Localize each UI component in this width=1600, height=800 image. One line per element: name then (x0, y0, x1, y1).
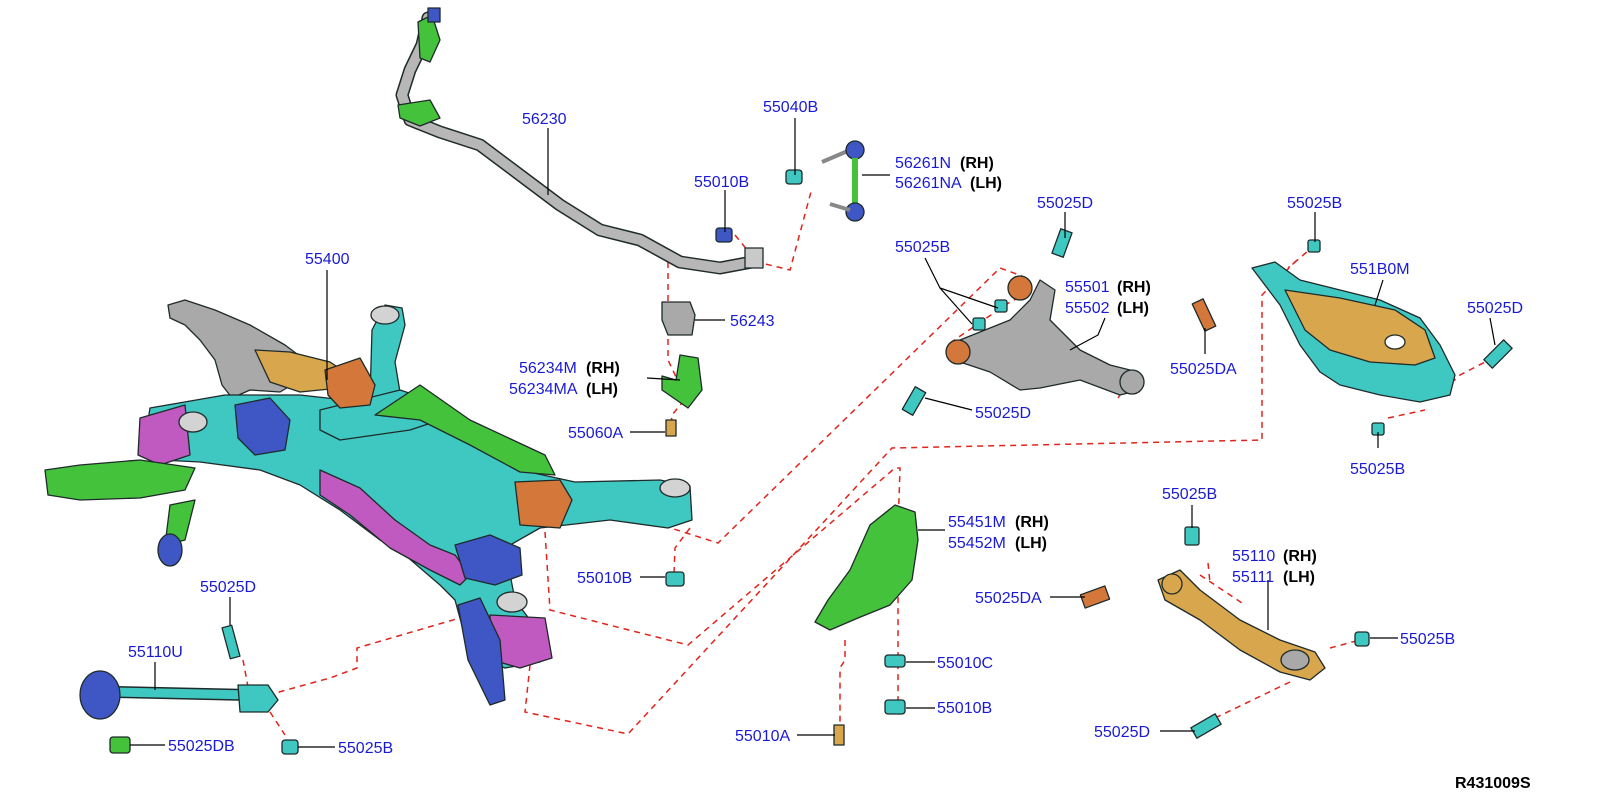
label-55025D-left: 55025D (200, 579, 256, 596)
arm-551B0M (1191, 239, 1513, 436)
label-55501-suffix: (RH) (1117, 279, 1151, 296)
label-56230: 56230 (522, 111, 567, 128)
label-55025DA-right: 55025DA (1170, 361, 1237, 378)
nut-55010B-top (715, 227, 733, 243)
label-56234MA-suffix: (LH) (586, 381, 618, 398)
label-551B0M: 551B0M (1350, 261, 1410, 278)
label-55111: 55111 (1232, 569, 1274, 586)
label-55110U: 55110U (128, 644, 183, 661)
upper-arm-55501 (901, 228, 1145, 416)
label-55025B-right: 55025B (1287, 195, 1342, 212)
bolt-55060A (665, 419, 677, 437)
label-55502-suffix: (LH) (1117, 300, 1149, 317)
label-56261NA-suffix: (LH) (970, 175, 1002, 192)
label-55451M: 55451M (948, 514, 1006, 531)
label-55111-suffix: (LH) (1283, 569, 1315, 586)
label-55400: 55400 (305, 251, 350, 268)
label-56243: 56243 (730, 313, 775, 330)
label-56261NA: 56261NA (895, 175, 962, 192)
label-55010A: 55010A (735, 728, 790, 745)
bracket-55451M (814, 504, 919, 631)
arm-55110 (1157, 569, 1370, 739)
label-56261N-suffix: (RH) (960, 155, 994, 172)
label-55110: 55110 (1232, 548, 1275, 565)
hardware-middle (665, 526, 1200, 746)
label-55502: 55502 (1065, 300, 1110, 317)
bushing-56243 (661, 301, 696, 336)
label-55110-suffix: (RH) (1283, 548, 1317, 565)
label-55025D-top: 55025D (1037, 195, 1093, 212)
label-55025D-mid: 55025D (975, 405, 1031, 422)
part-labels: 56230 55040B 55010B 56261N (RH) 56261NA … (128, 99, 1523, 757)
nut-55040B (785, 169, 803, 185)
label-55025D-lowright: 55025D (1094, 724, 1150, 741)
label-55025DA-mid: 55025DA (975, 590, 1042, 607)
label-55060A: 55060A (568, 425, 623, 442)
label-55010B-low: 55010B (937, 700, 992, 717)
label-55452M: 55452M (948, 535, 1006, 552)
clamp-56234M (661, 354, 703, 409)
label-55025DB: 55025DB (168, 738, 235, 755)
label-56261N: 56261N (895, 155, 951, 172)
label-55040B: 55040B (763, 99, 818, 116)
label-56234M-suffix: (RH) (586, 360, 620, 377)
stabilizer-bar-56230 (395, 7, 764, 275)
label-55025B-left: 55025B (338, 740, 393, 757)
subframe-55400 (44, 299, 693, 706)
label-55010B-mid: 55010B (577, 570, 632, 587)
label-55025D-right: 55025D (1467, 300, 1523, 317)
label-55010C: 55010C (937, 655, 993, 672)
label-55025B-top: 55025B (895, 239, 950, 256)
label-55501: 55501 (1065, 279, 1110, 296)
label-55025B-right2: 55025B (1350, 461, 1405, 478)
leader-lines (130, 118, 1496, 748)
label-55025B-lowright: 55025B (1400, 631, 1455, 648)
label-55452M-suffix: (LH) (1015, 535, 1047, 552)
arm-55110U (79, 624, 299, 755)
label-55010B-top: 55010B (694, 174, 749, 191)
link-56261N (821, 140, 865, 222)
label-56234M: 56234M (519, 360, 577, 377)
label-56234MA: 56234MA (509, 381, 578, 398)
label-55451M-suffix: (RH) (1015, 514, 1049, 531)
label-55025B-low: 55025B (1162, 486, 1217, 503)
reference-code: R431009S (1455, 775, 1531, 792)
